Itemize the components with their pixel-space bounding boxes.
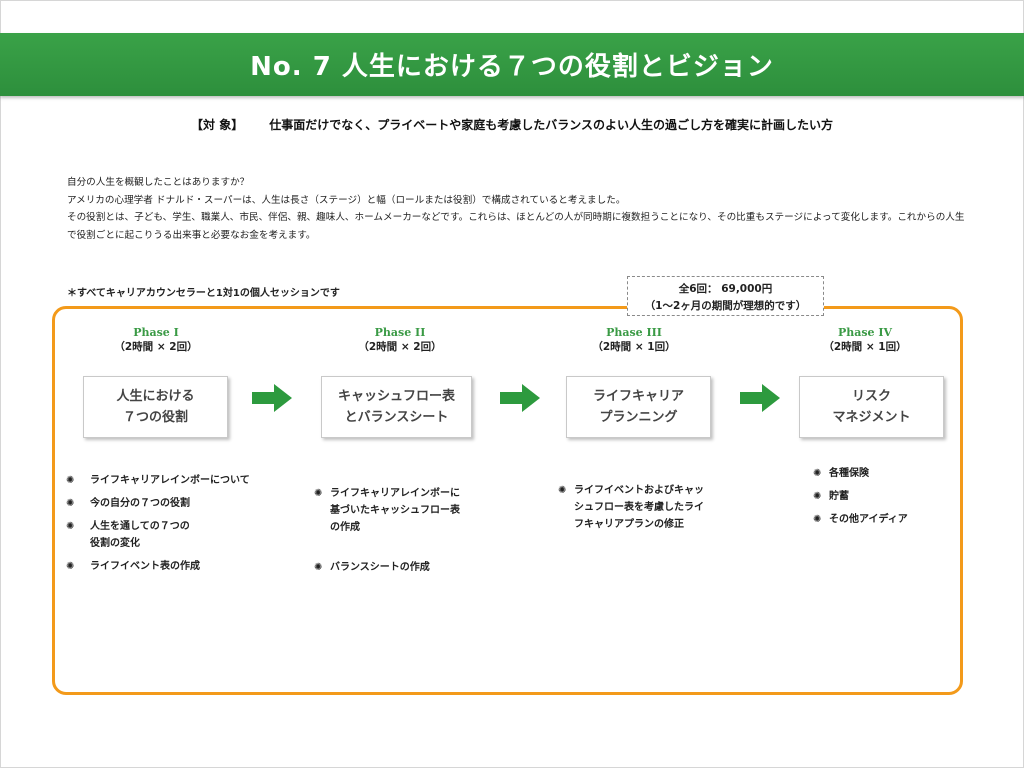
target-audience: 【対 象】 仕事面だけでなく、プライベートや家庭も考慮したバランスのよい人生の過ご… (0, 116, 1024, 133)
phase-duration: （2時間 × 2回） (358, 341, 442, 353)
list-item: ✺ライフキャリアレインボーについて (66, 472, 276, 489)
asterisk-bullet-icon: ✺ (558, 485, 567, 496)
intro-line: その役割とは、子ども、学生、職業人、市民、伴侶、親、趣味人、ホームメーカーなどで… (67, 212, 965, 241)
asterisk-bullet-icon: ✺ (813, 468, 822, 479)
stage-label: リスク (851, 389, 891, 404)
phase-4-items: ✺各種保険 ✺貯蓄 ✺その他アイディア (813, 465, 953, 534)
list-item: ✺ライフイベント表の作成 (66, 558, 276, 575)
list-item: ✺その他アイディア (813, 511, 953, 528)
stage-label: キャッシュフロー表 (337, 389, 455, 404)
asterisk-bullet-icon: ✺ (66, 521, 75, 532)
list-item: ✺人生を通しての７つの 役割の変化 (66, 518, 276, 552)
phase-duration: （2時間 × 2回） (114, 341, 198, 353)
phase-header: Phase III （2時間 × 1回） (544, 326, 724, 354)
list-item: ✺今の自分の７つの役割 (66, 495, 276, 512)
arrow-right-icon (740, 384, 780, 412)
phase-3-items: ✺ライフイベントおよびキャッ シュフロー表を考慮したライ フキャリアプランの修正 (558, 465, 758, 556)
target-text: 仕事面だけでなく、プライベートや家庭も考慮したバランスのよい人生の過ごし方を確実… (269, 118, 833, 132)
stage-box-phase-4: リスクマネジメント (799, 376, 944, 438)
asterisk-bullet-icon: ✺ (813, 491, 822, 502)
asterisk-bullet-icon: ✺ (66, 475, 75, 486)
arrow-right-icon (500, 384, 540, 412)
stage-label: ライフキャリア (592, 389, 684, 404)
asterisk-bullet-icon: ✺ (66, 498, 75, 509)
stage-label: とバランスシート (344, 410, 449, 425)
intro-line: 自分の人生を概観したことはありますか？ (67, 177, 250, 188)
phase-1-items: ✺ライフキャリアレインボーについて ✺今の自分の７つの役割 ✺人生を通しての７つ… (66, 472, 276, 581)
phase-2-items: ✺ライフキャリアレインボーに 基づいたキャッシュフロー表 の作成 ✺バランスシー… (314, 468, 514, 599)
phase-duration: （2時間 × 1回） (823, 341, 907, 353)
price-period: （1〜2ヶ月の期間が理想的です） (644, 300, 807, 312)
page-title: No. 7 人生における７つの役割とビジョン (250, 52, 774, 82)
price-total: 全6回： 69,000円 (678, 283, 773, 295)
intro-line: アメリカの心理学者 ドナルド・スーパーは、人生は長さ（ステージ）と幅（ロールまた… (67, 194, 626, 206)
phase-frame (52, 306, 963, 695)
phase-duration: （2時間 × 1回） (592, 341, 676, 353)
phase-name: Phase IV (837, 326, 893, 339)
target-label: 【対 象】 (191, 118, 244, 132)
list-item: ✺各種保険 (813, 465, 953, 482)
stage-box-phase-1: 人生における ７つの役割 (83, 376, 228, 438)
intro-text: 自分の人生を概観したことはありますか？ アメリカの心理学者 ドナルド・スーパーは… (67, 174, 967, 244)
phase-header: Phase II （2時間 × 2回） (310, 326, 490, 354)
list-item: ✺貯蓄 (813, 488, 953, 505)
asterisk-bullet-icon: ✺ (314, 562, 323, 573)
stage-label: ７つの役割 (122, 410, 188, 425)
stage-label: マネジメント (832, 410, 911, 425)
stage-box-phase-3: ライフキャリアプランニング (566, 376, 711, 438)
asterisk-bullet-icon: ✺ (813, 514, 822, 525)
list-item: ✺ライフキャリアレインボーに 基づいたキャッシュフロー表 の作成 (314, 485, 514, 536)
phase-name: Phase I (133, 326, 179, 339)
stage-label: 人生における (116, 389, 195, 404)
asterisk-bullet-icon: ✺ (66, 561, 75, 572)
list-item: ✺ライフイベントおよびキャッ シュフロー表を考慮したライ フキャリアプランの修正 (558, 482, 758, 533)
session-note: ＊すべてキャリアカウンセラーと1対1の個人セッションです (67, 288, 340, 299)
phase-header: Phase IV （2時間 × 1回） (775, 326, 955, 354)
asterisk-bullet-icon: ✺ (314, 488, 323, 499)
arrow-right-icon (252, 384, 292, 412)
price-box: 全6回： 69,000円 （1〜2ヶ月の期間が理想的です） (627, 276, 824, 316)
phase-name: Phase II (374, 326, 426, 339)
title-bar: No. 7 人生における７つの役割とビジョン (0, 33, 1024, 96)
list-item: ✺バランスシートの作成 (314, 559, 514, 576)
stage-label: プランニング (599, 410, 678, 425)
phase-name: Phase III (606, 326, 662, 339)
stage-box-phase-2: キャッシュフロー表とバランスシート (321, 376, 472, 438)
phase-header: Phase I （2時間 × 2回） (66, 326, 246, 354)
